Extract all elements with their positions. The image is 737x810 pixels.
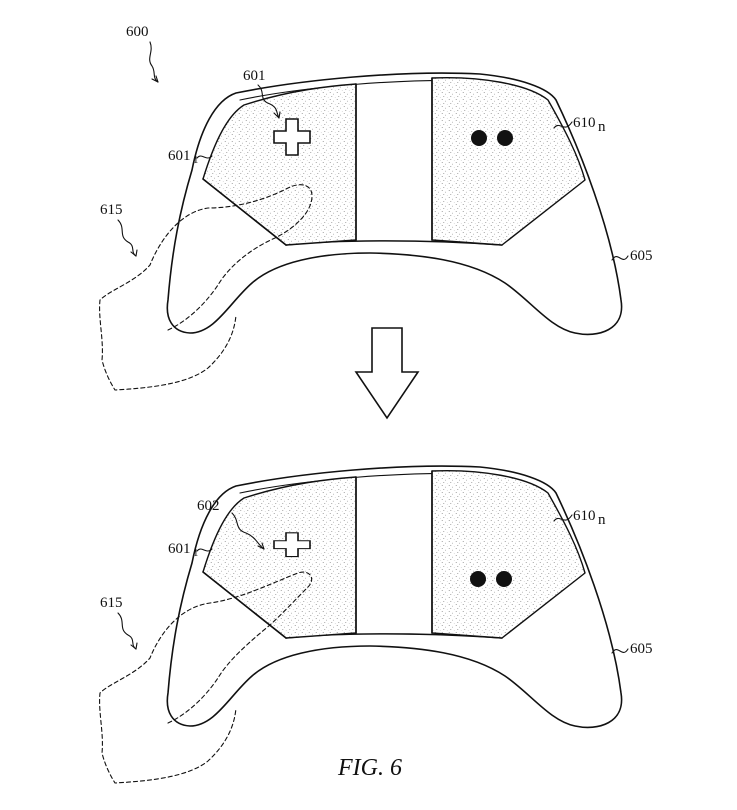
leader-602 (231, 512, 265, 550)
label-605: 605 (630, 641, 653, 657)
label-610-main: 610 (573, 508, 596, 524)
down-arrow-icon (354, 327, 420, 420)
label-610-sub: n (598, 119, 606, 135)
leader-615 (117, 219, 137, 257)
label-601: 601 (243, 68, 266, 84)
finger-outline-bottom (99, 571, 313, 784)
leader-601 (257, 84, 280, 119)
leader-615 (117, 612, 137, 650)
leader-605 (611, 255, 629, 261)
button-dot-icon (470, 571, 486, 587)
label-615: 615 (100, 202, 123, 218)
button-dot-icon (497, 130, 513, 146)
label-601-sub: 1 (193, 547, 199, 559)
leader-610n (553, 121, 573, 129)
label-610-main: 610 (573, 115, 596, 131)
label-601-sub: 1 (193, 154, 199, 166)
label-605: 605 (630, 248, 653, 264)
controller-bottom: 602 601 1 610 n 615 605 (99, 465, 653, 784)
label-601-main: 601 (168, 541, 191, 557)
label-615: 615 (100, 595, 123, 611)
leader-600 (149, 41, 159, 83)
button-dot-icon (496, 571, 512, 587)
controller-housing-top (166, 72, 623, 336)
leader-610n (553, 514, 573, 522)
label-610-sub: n (598, 512, 606, 528)
figure-caption: FIG. 6 (337, 755, 402, 781)
leader-601-1 (196, 155, 213, 159)
button-dot-icon (471, 130, 487, 146)
label-600: 600 (126, 24, 149, 40)
label-601-main: 601 (168, 148, 191, 164)
finger-outline-top (99, 184, 313, 391)
label-602: 602 (197, 498, 220, 514)
controller-top: 600 601 601 1 610 n 615 605 (99, 24, 653, 391)
leader-601-1 (196, 548, 213, 552)
leader-605 (611, 648, 629, 654)
